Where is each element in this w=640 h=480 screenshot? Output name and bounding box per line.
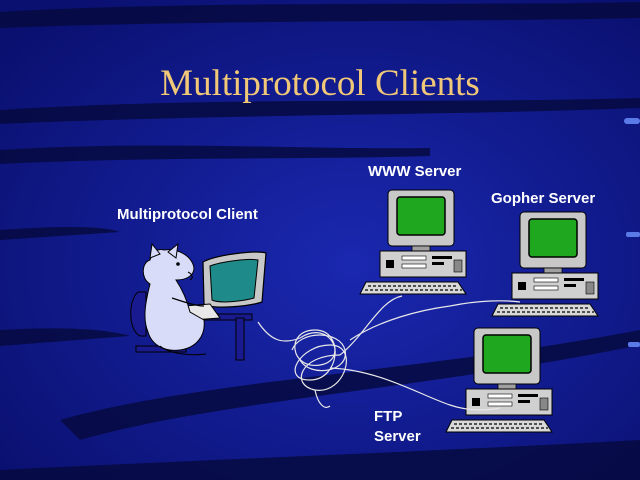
ftp-server-computer [445,327,553,433]
ftp-label-line2: Server [374,428,421,445]
slide-title: Multiprotocol Clients [160,63,480,104]
client-workstation [130,242,267,361]
www-server-computer [359,189,467,295]
gopher-server-label: Gopher Server [491,190,596,207]
ftp-server-label: FTP Server [374,407,421,447]
client-label: Multiprotocol Client [117,206,258,223]
network-cables [257,295,521,411]
www-server-label: WWW Server [368,163,462,180]
ftp-label-line1: FTP [374,408,403,425]
